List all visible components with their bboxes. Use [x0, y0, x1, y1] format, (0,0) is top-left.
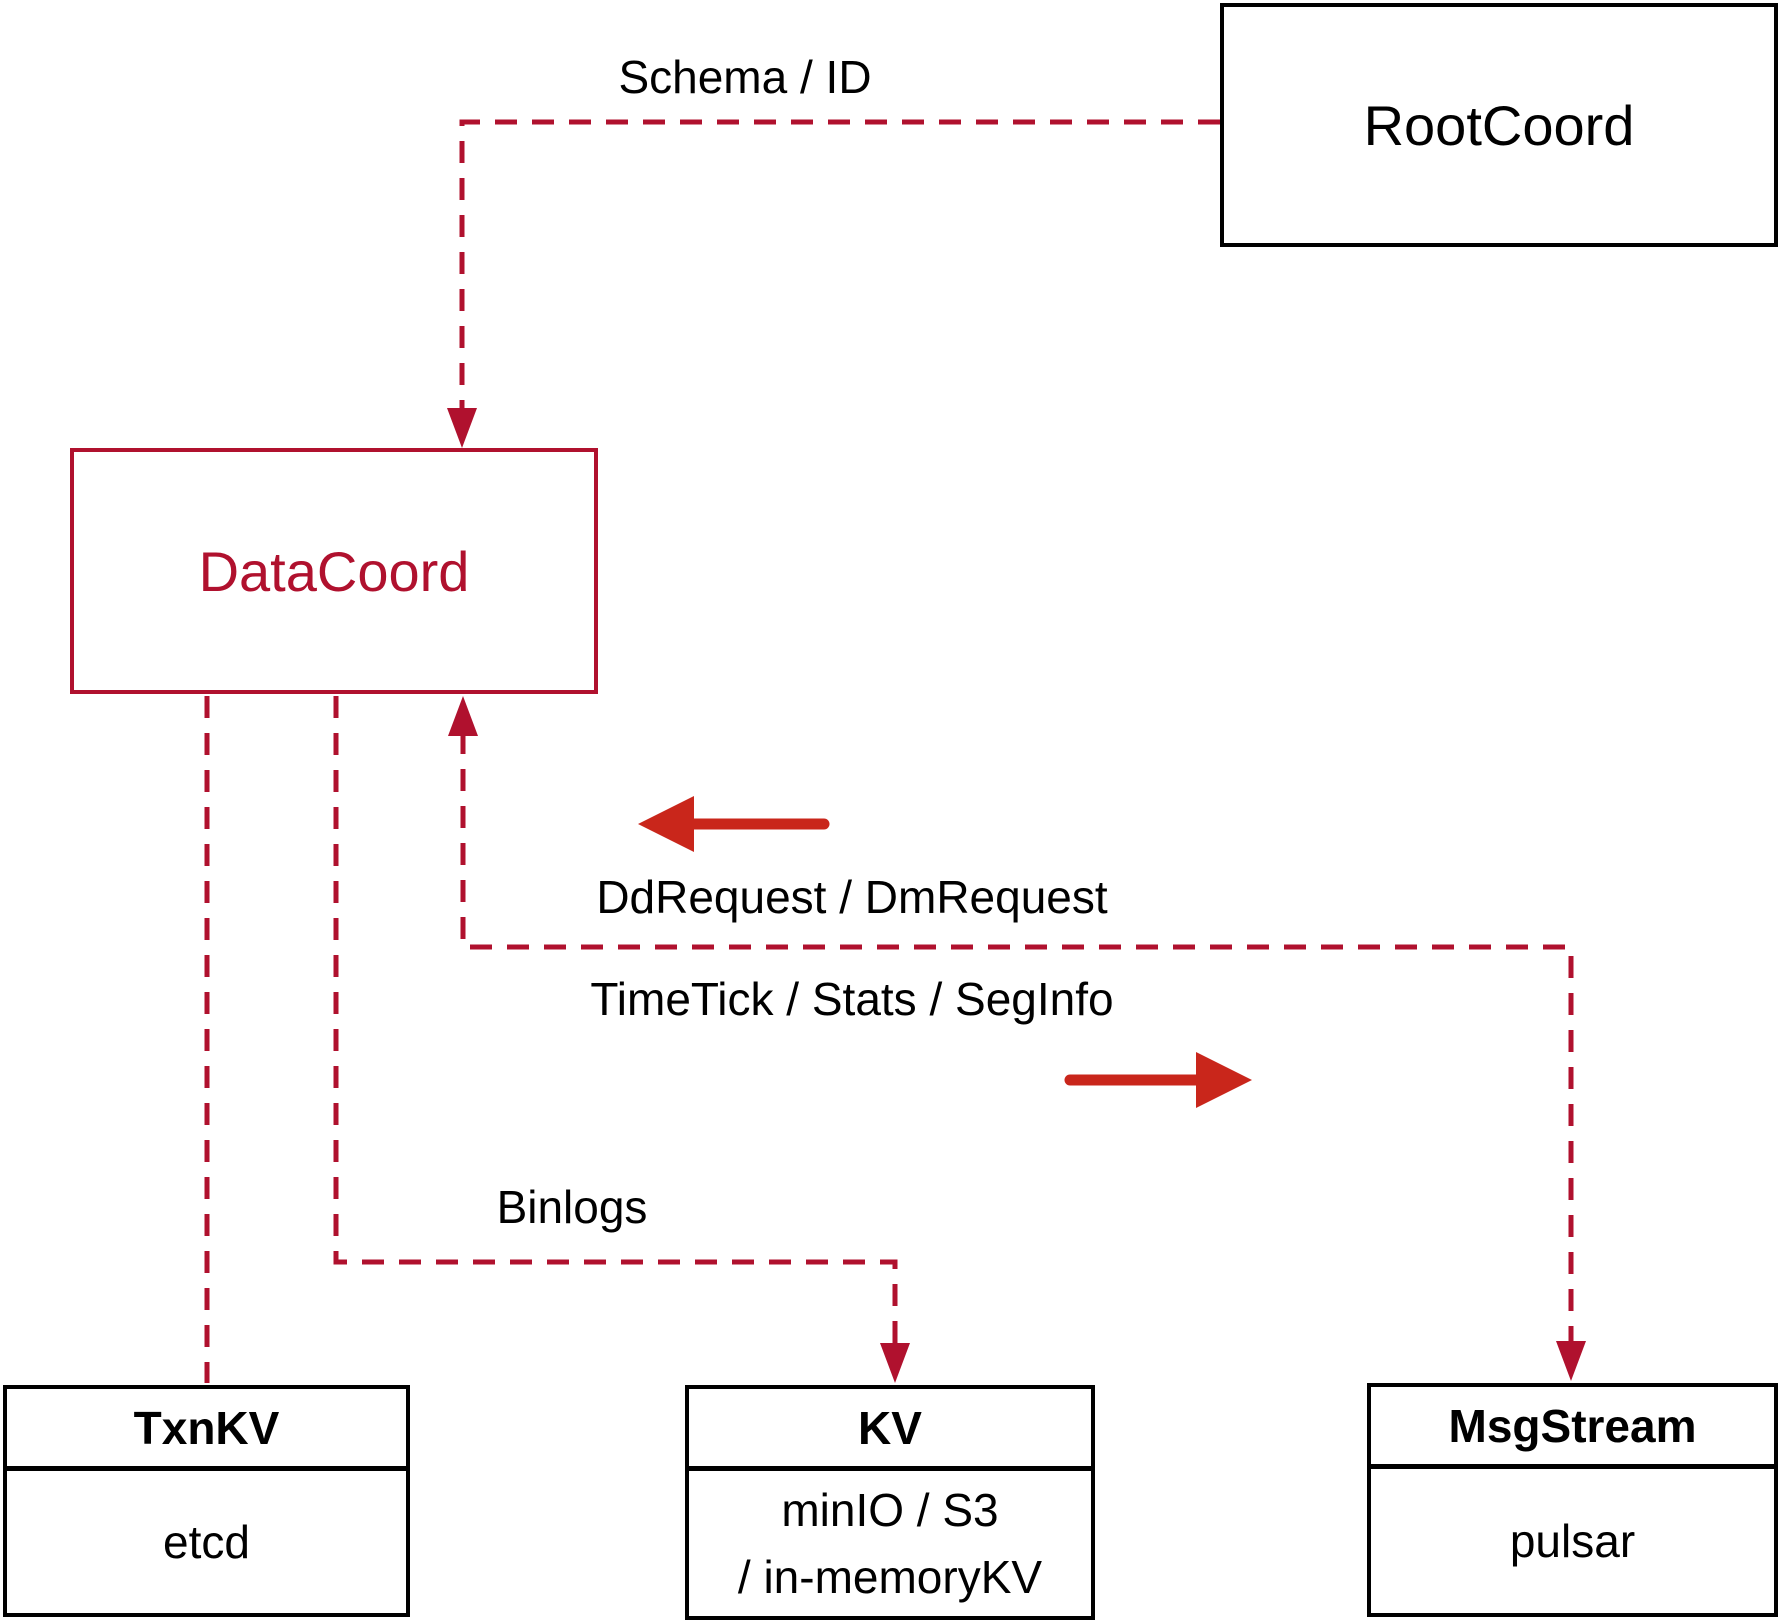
datacoord-label: DataCoord	[198, 539, 470, 603]
schema-id-connector-line	[459, 119, 1220, 412]
kv-title: KV	[689, 1389, 1091, 1471]
right-direction-arrow-icon	[1196, 1052, 1252, 1108]
binlogs-connector-line	[333, 696, 898, 1346]
rootcoord-label: RootCoord	[1363, 93, 1635, 157]
node-datacoord: DataCoord	[70, 448, 598, 694]
kv-body-line2: / in-memoryKV	[737, 1550, 1043, 1603]
arrowhead-down-kv-icon	[880, 1343, 910, 1383]
txnkv-title: TxnKV	[7, 1389, 406, 1471]
msgstream-title: MsgStream	[1371, 1387, 1774, 1469]
node-msgstream: MsgStream pulsar	[1367, 1383, 1778, 1617]
request-bus-connector-line	[460, 732, 1574, 1344]
arrowhead-up-datacoord-icon	[448, 696, 478, 736]
txnkv-body: etcd	[163, 1515, 250, 1568]
msgstream-body: pulsar	[1509, 1514, 1636, 1567]
arrowhead-down-datacoord-icon	[447, 408, 477, 448]
edge-label-timetick-stats-seginfo: TimeTick / Stats / SegInfo	[590, 973, 1114, 1025]
node-rootcoord: RootCoord	[1220, 3, 1778, 247]
arrowhead-down-msgstream-icon	[1556, 1341, 1586, 1381]
edge-label-binlogs: Binlogs	[496, 1181, 648, 1233]
edge-label-schema-id: Schema / ID	[618, 51, 872, 103]
kv-body-line1: minIO / S3	[781, 1483, 999, 1536]
node-kv: KV minIO / S3 / in-memoryKV	[685, 1385, 1095, 1620]
node-txnkv: TxnKV etcd	[3, 1385, 410, 1617]
left-direction-arrow-icon	[638, 796, 694, 852]
edge-label-dd-dm-request: DdRequest / DmRequest	[596, 871, 1108, 923]
